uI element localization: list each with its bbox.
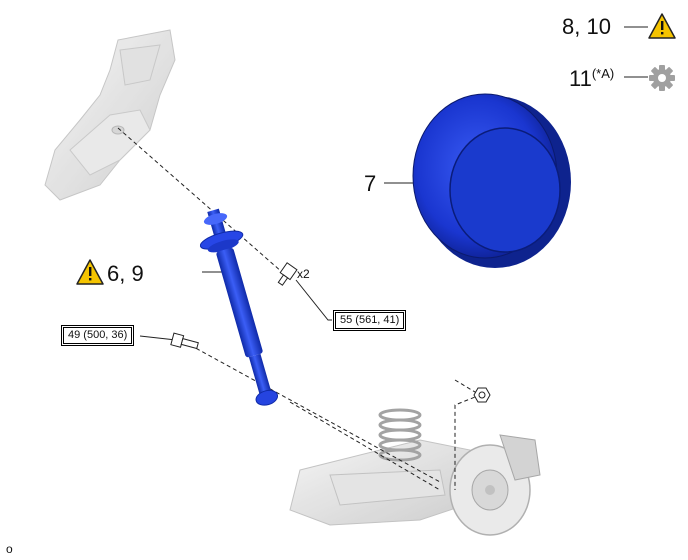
torque-value-lower: 49 (500, 36)	[63, 327, 133, 344]
upper-bolt-qty: x2	[297, 267, 310, 281]
warning-icon	[76, 259, 104, 285]
warning-icon	[648, 13, 676, 39]
lower-nut	[473, 387, 491, 403]
callout-caution-top: 8, 10	[562, 14, 611, 39]
callout-tire: 7	[364, 171, 377, 196]
lower-suspension-assembly	[289, 408, 541, 536]
torque-value-upper: 55 (561, 41)	[335, 312, 405, 329]
gear-icon	[649, 65, 675, 91]
lower-bolt	[170, 332, 199, 350]
leader-lines	[117, 26, 648, 491]
tire	[412, 93, 571, 268]
callout-special-tool-number: 11	[569, 66, 592, 91]
torque-box-upper: 55 (561, 41)	[333, 310, 407, 331]
callout-special-tool: 11(*A)	[569, 66, 614, 92]
torque-box-lower: 49 (500, 36)	[61, 325, 135, 346]
callout-special-tool-note: (*A)	[591, 66, 615, 81]
shock-absorber	[199, 208, 279, 406]
upper-body-mount	[44, 29, 176, 201]
upper-bolt	[277, 262, 298, 286]
figure-code: o	[6, 542, 13, 556]
callout-shock: 6, 9	[107, 261, 144, 286]
